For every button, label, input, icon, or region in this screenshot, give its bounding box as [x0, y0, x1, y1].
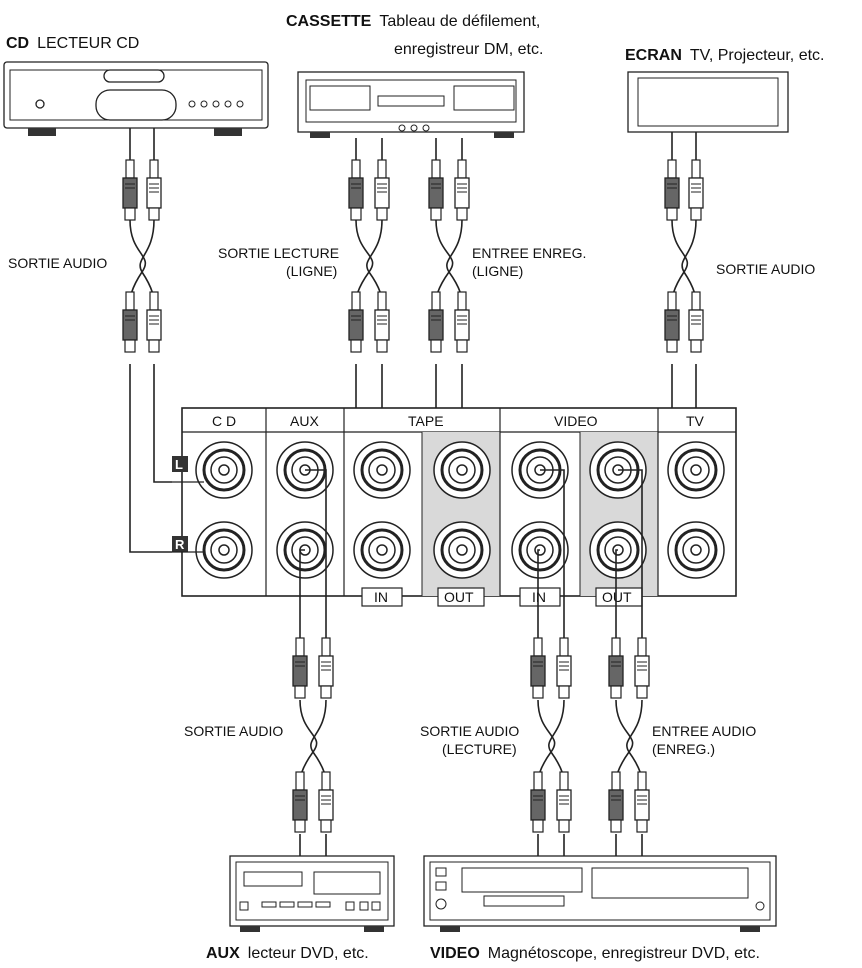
- channel-l-label: L: [175, 457, 183, 472]
- jack-tape-out-r: [432, 520, 492, 580]
- cassette-code: CASSETTE: [286, 13, 372, 30]
- channel-r-label: R: [175, 537, 185, 552]
- video-recorder: [423, 855, 777, 932]
- ecran-desc: TV, Projecteur, etc.: [690, 47, 825, 64]
- panel-section-tape: TAPE: [408, 413, 444, 429]
- jack-tv-l: [666, 440, 726, 500]
- cd-player: [3, 61, 269, 136]
- panel-section-aux: AUX: [290, 413, 319, 429]
- video-code: VIDEO: [430, 945, 480, 962]
- cassette-desc-2: enregistreur DM, etc.: [394, 41, 543, 58]
- jack-cd-l: [194, 440, 254, 500]
- tape-out-tag: OUT: [444, 589, 474, 605]
- aux-cable: [292, 469, 334, 856]
- label-tape-play-1: SORTIE LECTURE: [218, 245, 339, 261]
- label-video-play-2: (LECTURE): [442, 741, 517, 757]
- jack-cd-r: [194, 520, 254, 580]
- cd-cable: [122, 128, 172, 553]
- channel-r-tag: [172, 536, 188, 552]
- aux-desc: lecteur DVD, etc.: [248, 945, 369, 962]
- panel-section-tv: TV: [686, 413, 705, 429]
- jack-tv-r: [666, 520, 726, 580]
- video-desc: Magnétoscope, enregistreur DVD, etc.: [488, 945, 760, 962]
- jack-tape-in-l: [352, 440, 412, 500]
- panel-section-cd: C D: [212, 413, 236, 429]
- panel-section-video: VIDEO: [554, 413, 598, 429]
- video-out-tag: OUT: [602, 589, 632, 605]
- label-tv-out: SORTIE AUDIO: [716, 261, 815, 277]
- cd-code: CD: [6, 35, 29, 52]
- video-rec-cable: [608, 469, 650, 856]
- cd-desc: LECTEUR CD: [37, 35, 139, 52]
- ecran-code: ECRAN: [625, 47, 682, 64]
- label-aux-out: SORTIE AUDIO: [184, 723, 283, 739]
- jack-tape-out-l: [432, 440, 492, 500]
- video-in-tag: IN: [532, 589, 546, 605]
- label-video-rec-2: (ENREG.): [652, 741, 715, 757]
- tape-in-tag: IN: [374, 589, 388, 605]
- aux-code: AUX: [206, 945, 240, 962]
- tv-screen: [627, 71, 789, 133]
- label-tape-rec-2: (LIGNE): [472, 263, 523, 279]
- label-video-play-1: SORTIE AUDIO: [420, 723, 519, 739]
- cassette-desc-1: Tableau de défilement,: [379, 13, 540, 30]
- channel-l-tag: [172, 456, 188, 472]
- aux-dvd-player: [229, 855, 395, 932]
- label-tape-play-2: (LIGNE): [286, 263, 337, 279]
- video-play-cable: [530, 469, 572, 856]
- label-tape-rec-1: ENTREE ENREG.: [472, 245, 586, 261]
- rear-panel: C D AUX TAPE VIDEO TV L R IN OUT IN O: [172, 407, 737, 607]
- jack-tape-in-r: [352, 520, 412, 580]
- label-video-rec-1: ENTREE AUDIO: [652, 723, 756, 739]
- cassette-deck: [297, 71, 525, 138]
- label-cd-out: SORTIE AUDIO: [8, 255, 107, 271]
